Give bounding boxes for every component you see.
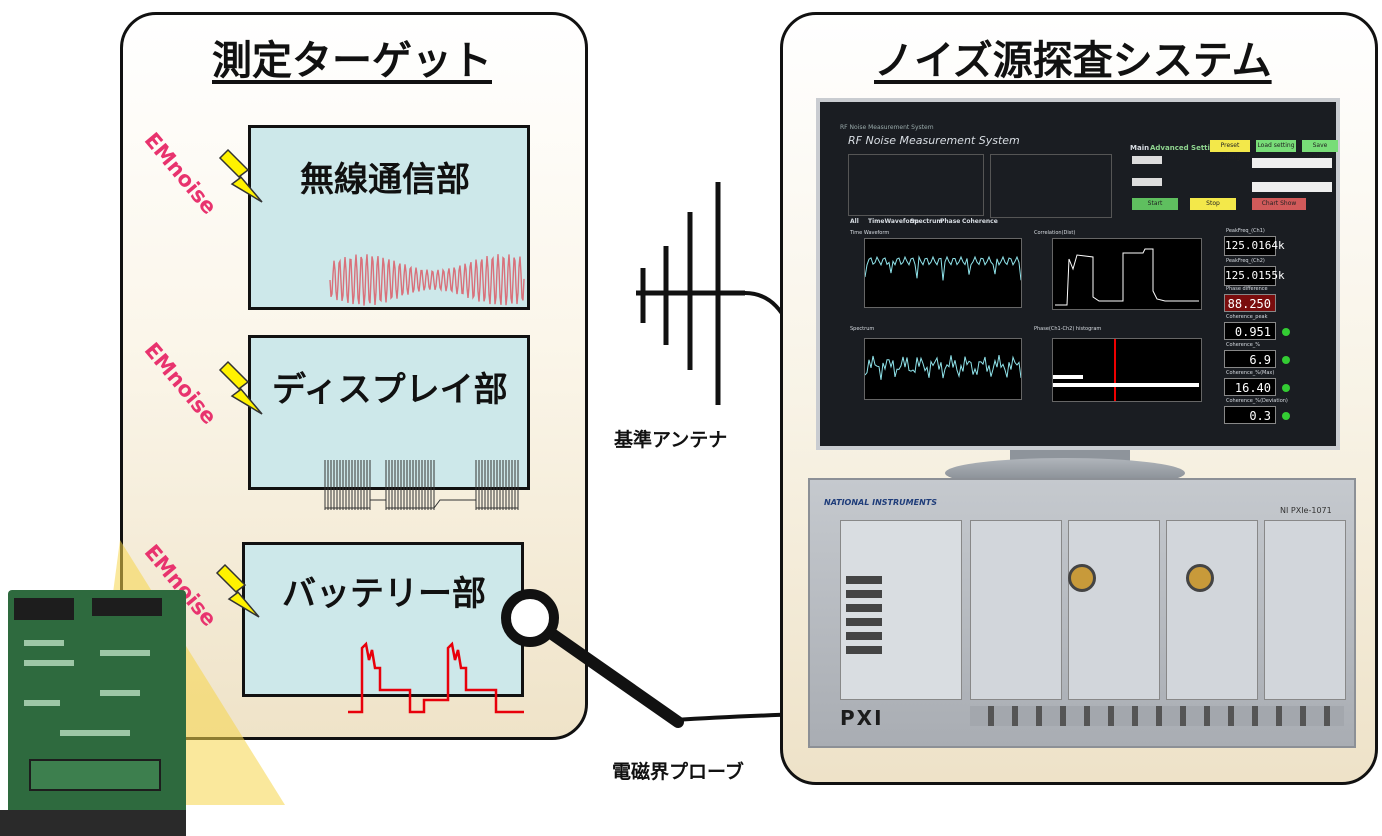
view-tab-timewaveform[interactable]: TimeWaveform xyxy=(868,218,919,225)
target-panel-title: 測定ターゲット xyxy=(212,38,492,84)
view-tab-phase[interactable]: Phase xyxy=(940,218,961,225)
input-connector-ch2[interactable] xyxy=(1186,564,1214,592)
app-title: RF Noise Measurement System xyxy=(848,134,1020,147)
readout-label-peakfreq-ch2: PeakFreq_(Ch2) xyxy=(1226,258,1265,264)
readout-peakfreq-ch2: 125.0155k xyxy=(1224,266,1285,286)
preset-setting-button[interactable]: Preset setting xyxy=(1210,140,1250,161)
battery-pulse-waveform xyxy=(348,641,524,714)
file-path-field[interactable] xyxy=(1252,158,1332,168)
probe-caption: 電磁界プローブ xyxy=(612,761,744,783)
bus-baseline xyxy=(325,499,518,509)
readout-coherence-dev: 0.3 xyxy=(1224,406,1276,424)
view-tab-spectrum[interactable]: Spectrum xyxy=(910,218,943,225)
display-bus-signals xyxy=(324,460,519,510)
start-button[interactable]: Start xyxy=(1132,198,1178,210)
readout-label-coherence-dev: Coherence_%(Deviation) xyxy=(1226,398,1288,404)
pxi-chassis: NATIONAL INSTRUMENTS NI PXIe-1071 PXI xyxy=(808,478,1356,748)
lo-source-field[interactable] xyxy=(1132,156,1162,164)
monitor-screen: RF Noise Measurement System RF Noise Mea… xyxy=(816,98,1340,450)
tab-main[interactable]: Main xyxy=(1130,144,1150,152)
chassis-model-badge: NI PXIe-1071 xyxy=(1280,506,1332,515)
save-setting-button[interactable]: Save setting xyxy=(1302,140,1338,161)
status-led xyxy=(1282,384,1290,392)
plot-title-spectrum: Spectrum xyxy=(850,326,875,332)
stop-button[interactable]: Stop xyxy=(1190,198,1236,210)
rf-signal-waveform xyxy=(329,254,525,306)
status-led xyxy=(1282,356,1290,364)
spectrum-plot xyxy=(864,338,1022,400)
readout-label-coherence-pct: Coherence_% xyxy=(1226,342,1261,348)
readout-coherence-max: 16.40 xyxy=(1224,378,1276,396)
antenna-caption: 基準アンテナ xyxy=(614,429,728,451)
wireless-block-label: 無線通信部 xyxy=(300,160,470,200)
usb-ports xyxy=(846,576,882,656)
readout-phase-difference: 88.250 xyxy=(1224,294,1276,312)
battery-block xyxy=(242,542,524,697)
acquisition-settings xyxy=(848,154,984,216)
chart-show-button[interactable]: Chart Show xyxy=(1252,198,1306,210)
readout-label-peakfreq-ch1: PeakFreq_(Ch1) xyxy=(1226,228,1265,234)
readout-label-coherence-peak: Coherence_peak xyxy=(1226,314,1268,320)
ref-level-settings xyxy=(990,154,1112,218)
em-probe-icon xyxy=(501,589,684,728)
tab-advanced-settings[interactable]: Advanced Settings xyxy=(1150,144,1225,152)
digitizer-module-2 xyxy=(1068,520,1160,700)
display-block-label: ディスプレイ部 xyxy=(272,370,508,410)
ni-brand-label: NATIONAL INSTRUMENTS xyxy=(824,498,938,507)
input-connector-ch1[interactable] xyxy=(1068,564,1096,592)
digitizer-module-4 xyxy=(1264,520,1346,700)
readout-peakfreq-ch1: 125.0164k xyxy=(1224,236,1285,256)
time-waveform-plot xyxy=(864,238,1022,308)
plot-title-time: Time Waveform xyxy=(850,230,890,236)
digitizer-module-3 xyxy=(1166,520,1258,700)
battery-block-label: バッテリー部 xyxy=(282,574,486,614)
readout-coherence-pct: 6.9 xyxy=(1224,350,1276,368)
view-tab-coherence[interactable]: Coherence xyxy=(962,218,998,225)
lightning-icon xyxy=(215,148,263,618)
digitizer-module-1 xyxy=(970,520,1062,700)
spectrum-trace xyxy=(864,355,1022,380)
system-panel-title: ノイズ源探査システム xyxy=(874,38,1272,84)
chassis-vent xyxy=(970,706,1344,726)
correlation-plot xyxy=(1052,238,1202,310)
view-tab-all[interactable]: All xyxy=(850,218,859,225)
freq-field[interactable] xyxy=(1132,178,1162,186)
histogram-bar xyxy=(1053,375,1083,379)
comment-field[interactable] xyxy=(1252,182,1332,192)
readout-label-phase-difference: Phase difference xyxy=(1226,286,1268,292)
load-setting-button[interactable]: Load setting xyxy=(1256,140,1296,152)
status-led xyxy=(1282,412,1290,420)
window-title: RF Noise Measurement System xyxy=(840,124,934,131)
status-led xyxy=(1282,328,1290,336)
readout-label-coherence-max: Coherence_%(Max) xyxy=(1226,370,1275,376)
plot-title-phase: Phase(Ch1-Ch2) histogram xyxy=(1034,326,1102,332)
time-trace xyxy=(864,255,1022,281)
readout-coherence-peak: 0.951 xyxy=(1224,322,1276,340)
pxi-logo: PXI xyxy=(840,706,884,730)
antenna-icon xyxy=(636,182,745,405)
histogram-bar xyxy=(1053,383,1199,387)
circuit-board-image xyxy=(0,590,186,836)
phase-histogram-plot xyxy=(1052,338,1202,402)
plot-title-correlation: Correlation(Dist) xyxy=(1034,230,1076,236)
correlation-trace xyxy=(1055,248,1199,306)
